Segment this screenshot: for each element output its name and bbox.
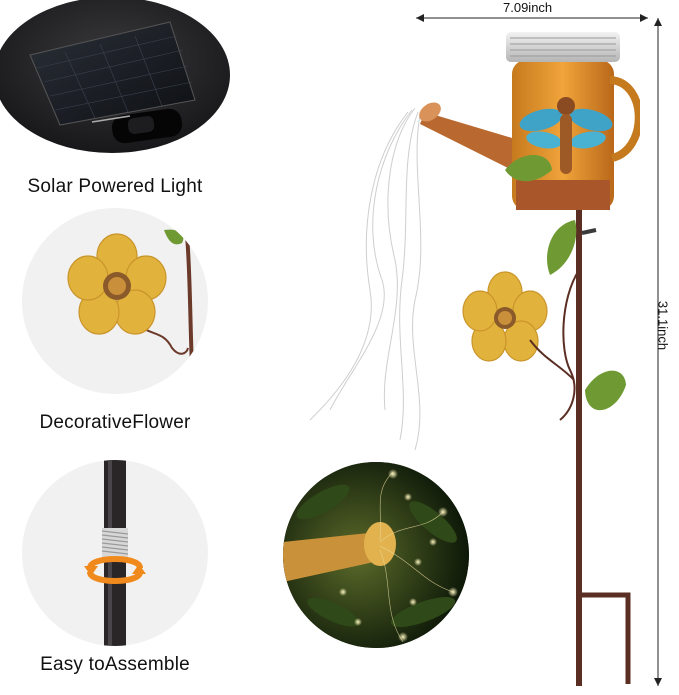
watering-can-stake-image — [290, 20, 640, 692]
height-dimension-line — [648, 16, 668, 688]
feature-label-flower: DecorativeFlower — [39, 412, 191, 433]
width-label: 7.09inch — [503, 0, 553, 15]
rotate-arrows-icon — [80, 546, 150, 592]
feature-label-solar: Solar Powered Light — [27, 176, 203, 197]
solar-panel-image — [0, 0, 230, 160]
fairy-lights-closeup-image — [283, 462, 469, 648]
width-dimension-line — [414, 8, 650, 28]
flower-closeup-image — [22, 208, 208, 394]
height-label: 31.1inch — [655, 300, 671, 351]
feature-label-assemble: Easy toAssemble — [40, 654, 190, 675]
assemble-closeup-image — [22, 460, 208, 646]
